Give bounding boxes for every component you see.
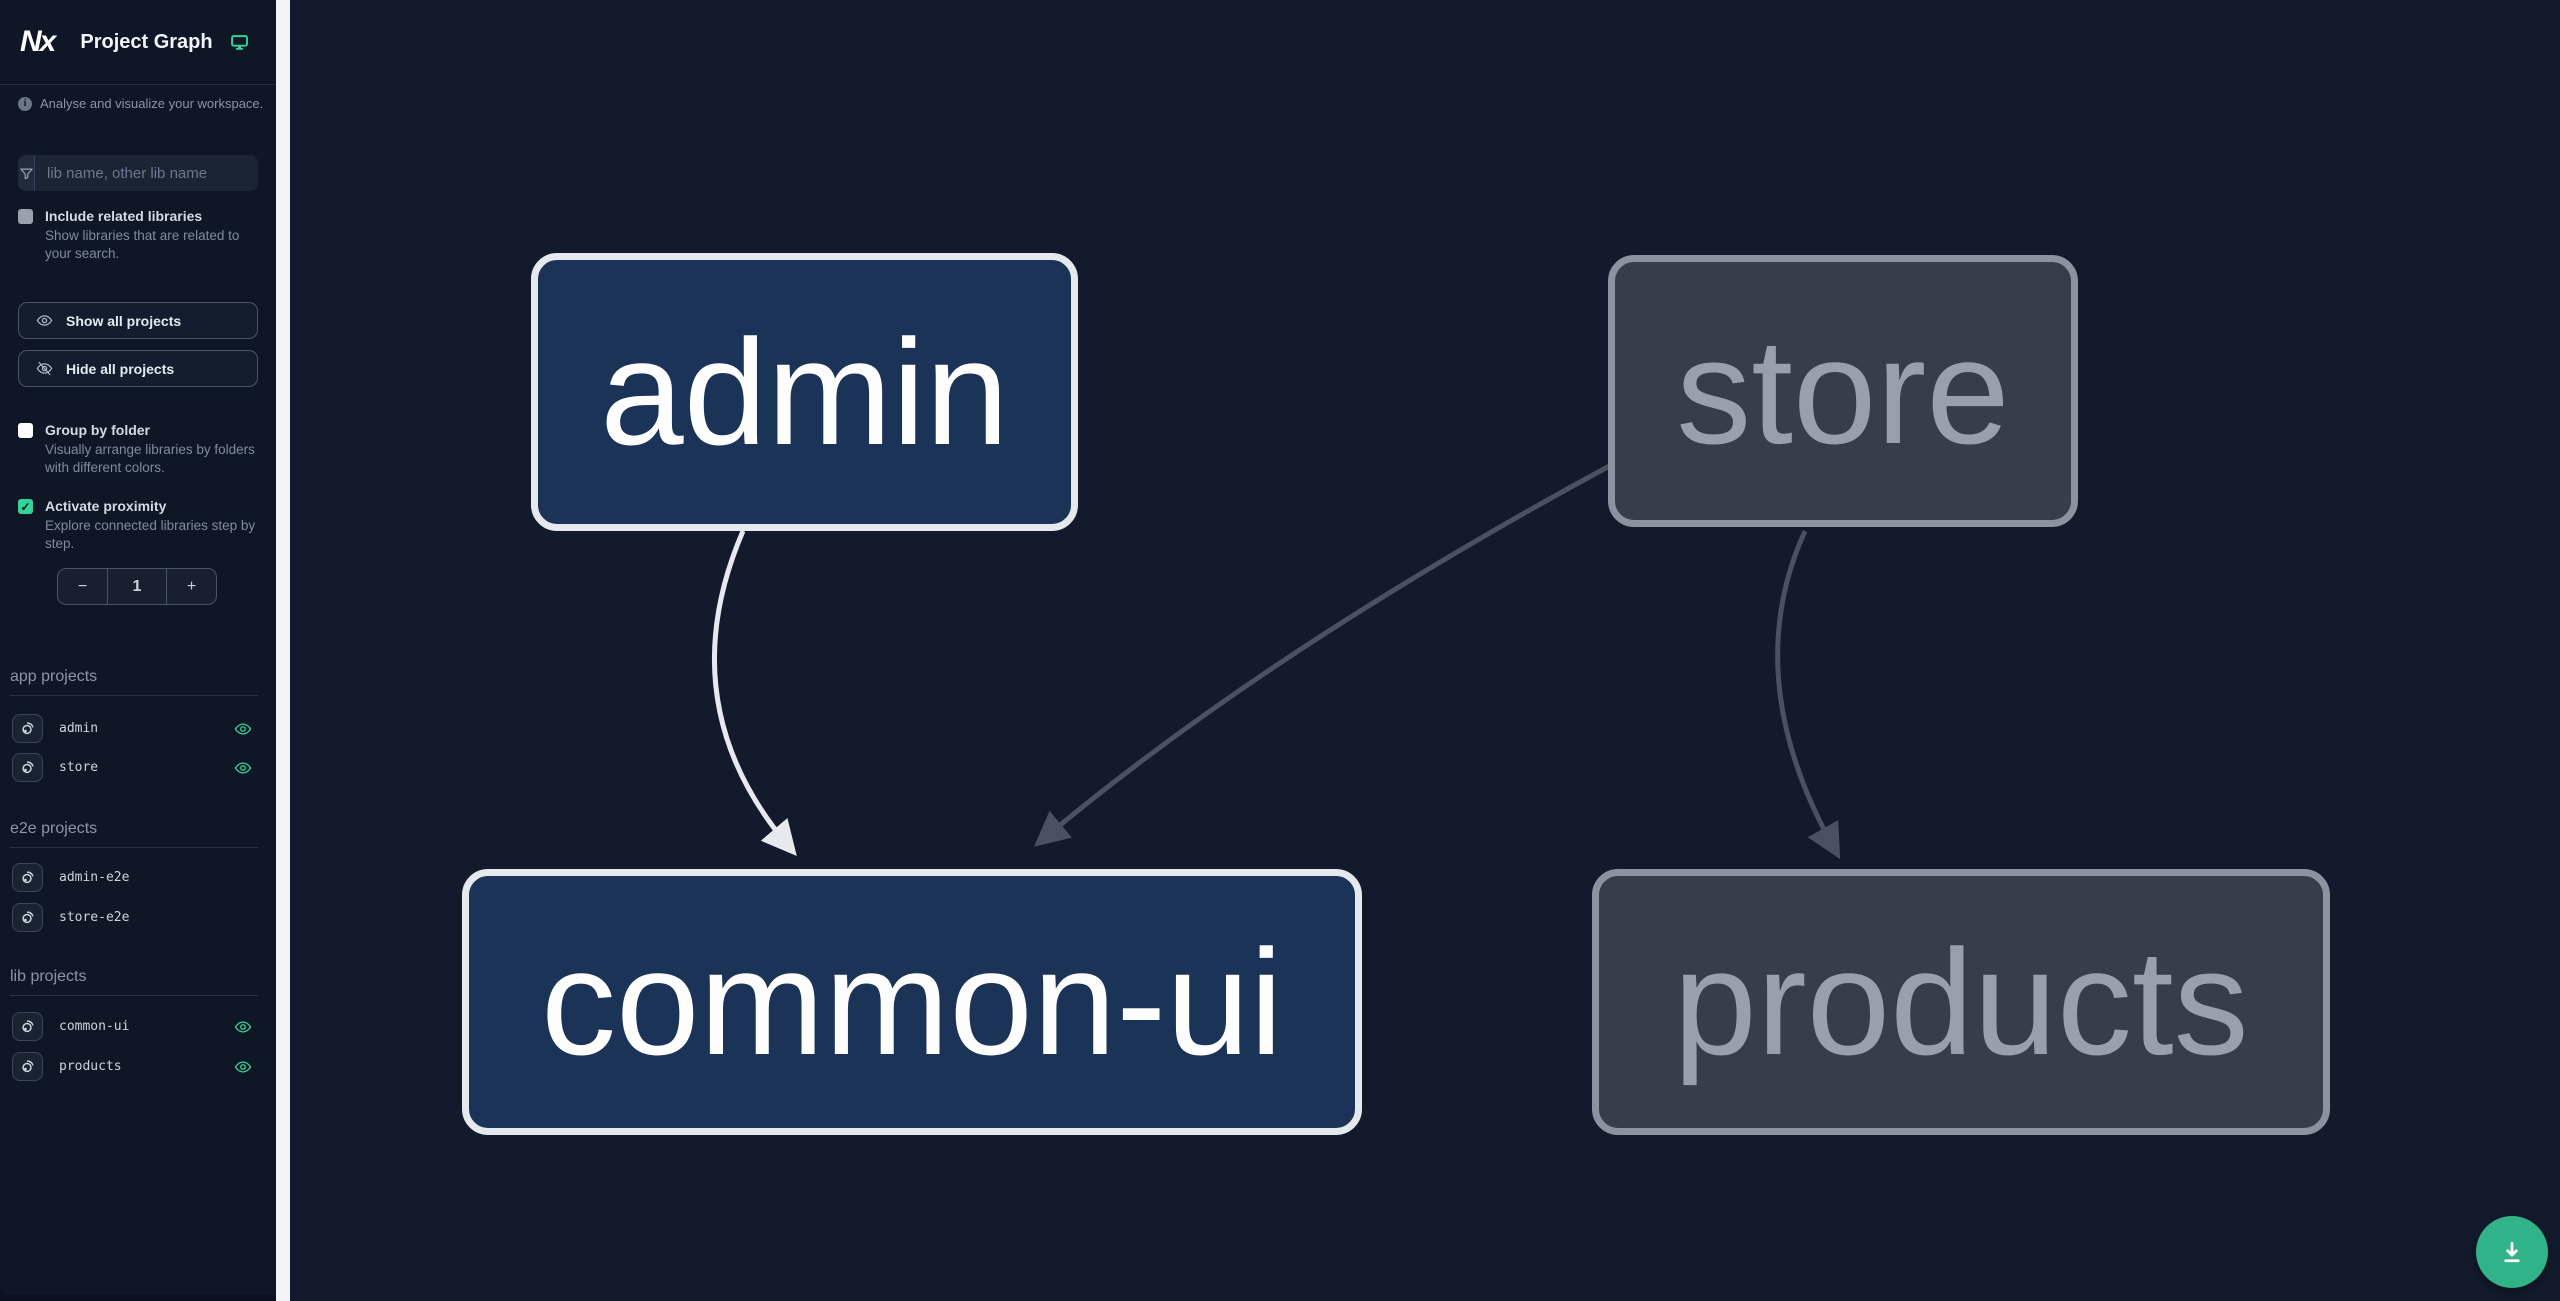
- project-row-common-ui: common-ui: [12, 1012, 260, 1041]
- toggle-visibility-eye-icon[interactable]: [234, 759, 252, 777]
- focus-project-button[interactable]: [12, 753, 43, 782]
- info-icon: i: [18, 96, 32, 111]
- project-row-store: store: [12, 753, 260, 782]
- proximity-decrement-button[interactable]: −: [77, 577, 88, 595]
- graph-node-common-ui[interactable]: common-ui: [462, 869, 1362, 1135]
- project-graph-canvas[interactable]: admin store common-ui products: [290, 0, 2560, 1301]
- focus-project-button[interactable]: [12, 714, 43, 743]
- workspace-tagline: i Analyse and visualize your workspace.: [18, 96, 268, 111]
- toggle-visibility-eye-icon[interactable]: [234, 1018, 252, 1036]
- option-group-by-folder: Group by folder Visually arrange librari…: [18, 422, 260, 477]
- filter-input[interactable]: [35, 155, 258, 191]
- proximity-stepper: − 1 +: [57, 568, 217, 605]
- page-title: Project Graph: [80, 30, 213, 53]
- group-by-folder-checkbox[interactable]: [18, 423, 33, 438]
- sidebar-resize-handle[interactable]: [276, 0, 290, 1301]
- proximity-value[interactable]: 1: [107, 569, 167, 604]
- graph-edges: [711, 460, 1841, 860]
- edge-store-to-products: [1775, 529, 1841, 860]
- download-icon: [2497, 1237, 2527, 1267]
- focus-project-button[interactable]: [12, 1012, 43, 1041]
- graph-node-products[interactable]: products: [1592, 869, 2330, 1135]
- project-row-products: products: [12, 1052, 260, 1081]
- option-include-related: Include related libraries Show libraries…: [18, 208, 260, 263]
- project-row-store-e2e: store-e2e: [12, 903, 260, 932]
- nx-logo: Nx: [20, 25, 56, 58]
- hide-all-projects-button[interactable]: Hide all projects: [18, 350, 258, 387]
- show-all-projects-button[interactable]: Show all projects: [18, 302, 258, 339]
- focus-project-button[interactable]: [12, 863, 43, 892]
- monitor-icon: [230, 34, 248, 51]
- toggle-visibility-eye-icon[interactable]: [234, 1058, 252, 1076]
- include-related-checkbox[interactable]: [18, 209, 33, 224]
- option-activate-proximity: Activate proximity Explore connected lib…: [18, 498, 260, 553]
- edge-store-to-common-ui: [1033, 460, 1617, 847]
- section-heading-app-projects: app projects: [10, 668, 258, 696]
- eye-slash-icon: [36, 360, 53, 377]
- sidebar: Nx Project Graph i Analyse and visualize…: [0, 0, 276, 1295]
- activate-proximity-checkbox[interactable]: [18, 499, 33, 514]
- title-bar: Nx Project Graph: [0, 0, 276, 85]
- focus-project-button[interactable]: [12, 1052, 43, 1081]
- proximity-increment-button[interactable]: +: [186, 577, 197, 595]
- project-filter: [18, 155, 258, 191]
- download-graph-button[interactable]: [2476, 1216, 2548, 1288]
- toggle-visibility-eye-icon[interactable]: [234, 720, 252, 738]
- edge-admin-to-common-ui: [711, 530, 797, 856]
- focus-project-button[interactable]: [12, 903, 43, 932]
- graph-node-admin[interactable]: admin: [531, 253, 1078, 531]
- eye-icon: [36, 312, 53, 329]
- section-heading-e2e-projects: e2e projects: [10, 820, 258, 848]
- funnel-icon: [18, 155, 35, 191]
- section-heading-lib-projects: lib projects: [10, 968, 258, 996]
- project-row-admin-e2e: admin-e2e: [12, 863, 260, 892]
- graph-node-store[interactable]: store: [1608, 255, 2078, 527]
- project-row-admin: admin: [12, 714, 260, 743]
